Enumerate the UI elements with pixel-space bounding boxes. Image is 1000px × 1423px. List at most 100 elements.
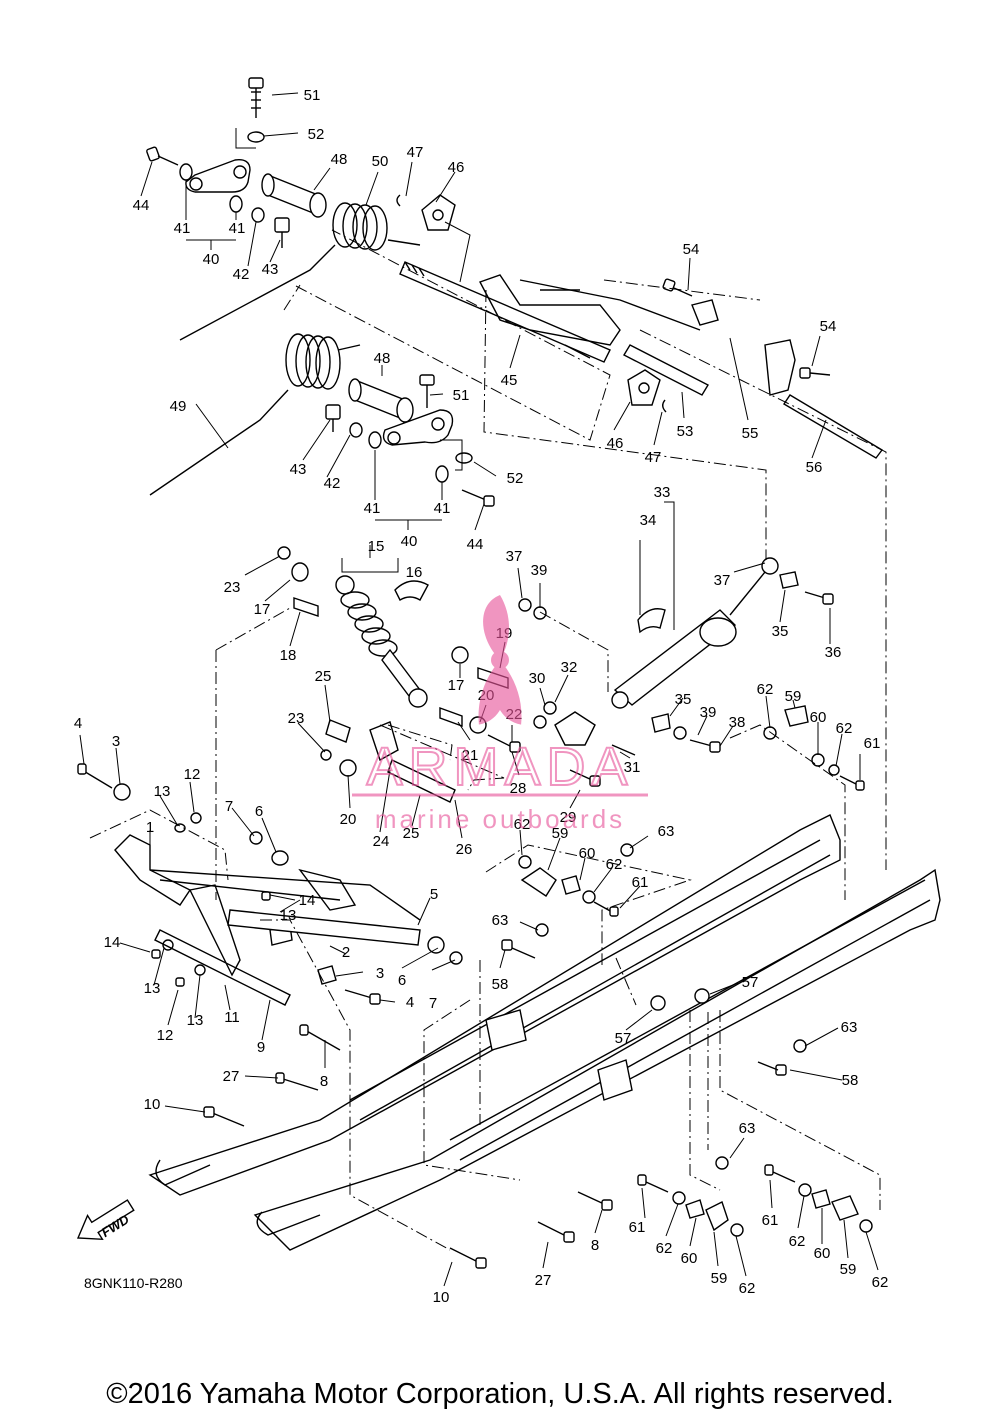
callout-14: 14 <box>299 892 316 909</box>
callout-7: 7 <box>429 995 437 1012</box>
callout-42: 42 <box>324 475 341 492</box>
callout-60: 60 <box>814 1245 831 1262</box>
callout-1: 1 <box>146 819 154 836</box>
leader-lines <box>79 92 887 1287</box>
callout-4: 4 <box>406 994 414 1011</box>
callout-42: 42 <box>233 266 250 283</box>
callout-62: 62 <box>739 1280 756 1297</box>
callout-62: 62 <box>836 720 853 737</box>
callout-16: 16 <box>406 564 423 581</box>
callout-30: 30 <box>529 670 546 687</box>
callout-45: 45 <box>501 372 518 389</box>
callout-46: 46 <box>448 159 465 176</box>
callout-52: 52 <box>308 126 325 143</box>
callout-39: 39 <box>531 562 548 579</box>
callout-63: 63 <box>841 1019 858 1036</box>
callout-44: 44 <box>467 536 484 553</box>
callout-57: 57 <box>742 974 759 991</box>
callout-38: 38 <box>729 714 746 731</box>
callout-12: 12 <box>157 1027 174 1044</box>
callout-29: 29 <box>560 809 577 826</box>
callout-9: 9 <box>257 1039 265 1056</box>
callout-43: 43 <box>290 461 307 478</box>
callout-4: 4 <box>74 715 82 732</box>
callout-20: 20 <box>340 811 357 828</box>
callout-54: 54 <box>820 318 837 335</box>
callout-61: 61 <box>632 874 649 891</box>
callout-54: 54 <box>683 241 700 258</box>
callout-13: 13 <box>144 980 161 997</box>
watermark-tagline: marine outboards <box>375 804 625 834</box>
callout-48: 48 <box>374 350 391 367</box>
callout-6: 6 <box>255 803 263 820</box>
callout-51: 51 <box>304 87 321 104</box>
callout-18: 18 <box>280 647 297 664</box>
callout-34: 34 <box>640 512 657 529</box>
watermark-brand: ARMADA <box>366 737 633 797</box>
diagram-code: 8GNK110-R280 <box>84 1275 183 1291</box>
callout-53: 53 <box>677 423 694 440</box>
callout-25: 25 <box>315 668 332 685</box>
callout-52: 52 <box>507 470 524 487</box>
callout-26: 26 <box>456 841 473 858</box>
callout-58: 58 <box>492 976 509 993</box>
callout-47: 47 <box>407 144 424 161</box>
callout-62: 62 <box>789 1233 806 1250</box>
callout-59: 59 <box>552 825 569 842</box>
parts-diagram: 5152444850474641414042435454455355564647… <box>74 77 941 1306</box>
callout-39: 39 <box>700 704 717 721</box>
callout-61: 61 <box>762 1212 779 1229</box>
callout-60: 60 <box>810 709 827 726</box>
callout-51: 51 <box>453 387 470 404</box>
callout-61: 61 <box>629 1219 646 1236</box>
callout-41: 41 <box>364 500 381 517</box>
callout-62: 62 <box>872 1274 889 1291</box>
callout-23: 23 <box>288 710 305 727</box>
callout-43: 43 <box>262 261 279 278</box>
callout-10: 10 <box>144 1096 161 1113</box>
callout-63: 63 <box>658 823 675 840</box>
brand-watermark: ARMADA marine outboards <box>352 595 648 834</box>
callout-31: 31 <box>624 759 641 776</box>
callout-56: 56 <box>806 459 823 476</box>
callout-59: 59 <box>785 688 802 705</box>
callout-46: 46 <box>607 435 624 452</box>
callout-5: 5 <box>430 886 438 903</box>
propeller-logo-icon <box>478 595 522 725</box>
callout-49: 49 <box>170 398 187 415</box>
callout-40: 40 <box>203 251 220 268</box>
callout-59: 59 <box>840 1261 857 1278</box>
callout-47: 47 <box>645 449 662 466</box>
callout-62: 62 <box>656 1240 673 1257</box>
callout-48: 48 <box>331 151 348 168</box>
callout-60: 60 <box>681 1250 698 1267</box>
callout-13: 13 <box>187 1012 204 1029</box>
callout-27: 27 <box>223 1068 240 1085</box>
callout-36: 36 <box>825 644 842 661</box>
callout-3: 3 <box>112 733 120 750</box>
callout-17: 17 <box>448 677 465 694</box>
callout-63: 63 <box>492 912 509 929</box>
callout-17: 17 <box>254 601 271 618</box>
callout-62: 62 <box>606 856 623 873</box>
callout-58: 58 <box>842 1072 859 1089</box>
callout-10: 10 <box>433 1289 450 1306</box>
callout-59: 59 <box>711 1270 728 1287</box>
callout-13: 13 <box>280 907 297 924</box>
callout-2: 2 <box>342 944 350 961</box>
callout-35: 35 <box>675 691 692 708</box>
callout-6: 6 <box>398 972 406 989</box>
callout-41: 41 <box>229 220 246 237</box>
callout-32: 32 <box>561 659 578 676</box>
callout-25: 25 <box>403 825 420 842</box>
callout-12: 12 <box>184 766 201 783</box>
callout-37: 37 <box>714 572 731 589</box>
callout-62: 62 <box>757 681 774 698</box>
callout-11: 11 <box>224 1009 240 1026</box>
callout-44: 44 <box>133 197 150 214</box>
callout-41: 41 <box>434 500 451 517</box>
callout-7: 7 <box>225 798 233 815</box>
callout-27: 27 <box>535 1272 552 1289</box>
callout-33: 33 <box>654 484 671 501</box>
